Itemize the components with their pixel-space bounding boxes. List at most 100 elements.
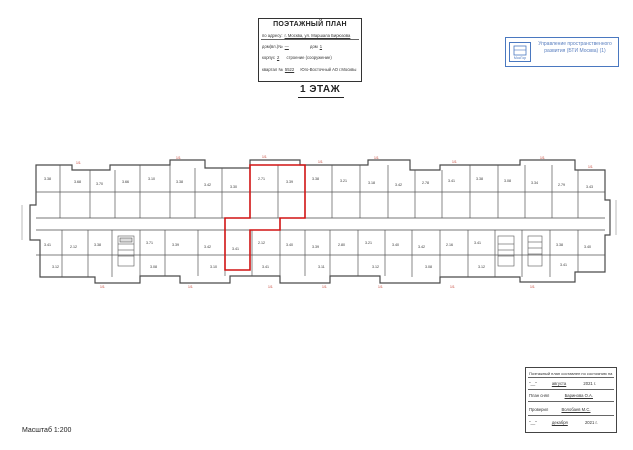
quarter-value: 5522 <box>284 67 295 72</box>
svg-text:2.16: 2.16 <box>446 243 453 247</box>
svg-text:3.10: 3.10 <box>210 265 217 269</box>
svg-text:2.12: 2.12 <box>70 245 77 249</box>
svg-text:3.43: 3.43 <box>586 185 593 189</box>
svg-text:3.41: 3.41 <box>474 241 481 245</box>
floor-label: 1 ЭТАЖ <box>300 84 341 95</box>
plan-header: ПОЭТАЖНЫЙ ПЛАН по адресу:г. Москва, ул. … <box>258 18 362 82</box>
svg-text:1/1: 1/1 <box>378 285 383 289</box>
district-value: Юго-Восточный АО г.Москвы <box>300 67 357 72</box>
svg-text:3.10: 3.10 <box>148 177 155 181</box>
certificate-box: Поэтажный план составлен по состоянию на… <box>525 367 617 433</box>
svg-text:1/1: 1/1 <box>540 156 545 160</box>
svg-text:3.40: 3.40 <box>392 243 399 247</box>
svg-text:3.41: 3.41 <box>44 243 51 247</box>
svg-text:3.12: 3.12 <box>52 265 59 269</box>
svg-text:3.18: 3.18 <box>368 181 375 185</box>
highlighted-premises <box>224 164 306 271</box>
address-row: по адресу:г. Москва, ул. Маршала Бирюзов… <box>262 33 350 38</box>
bti-stamp: МосГор Управление пространственного разв… <box>505 37 619 67</box>
svg-text:3.08: 3.08 <box>425 265 432 269</box>
svg-text:3.08: 3.08 <box>504 179 511 183</box>
svg-text:1/1: 1/1 <box>268 285 273 289</box>
address-label: по адресу: <box>262 33 283 38</box>
svg-text:3.21: 3.21 <box>340 179 347 183</box>
svg-text:1/1: 1/1 <box>530 285 535 289</box>
svg-text:1/1: 1/1 <box>318 160 323 164</box>
svg-text:1/1: 1/1 <box>322 285 327 289</box>
svg-text:3.71: 3.71 <box>146 241 153 245</box>
cert-checker-label: Проверил <box>529 407 549 412</box>
svg-text:3.08: 3.08 <box>150 265 157 269</box>
stamp-logo-icon: МосГор <box>513 45 527 60</box>
svg-text:3.40: 3.40 <box>286 243 293 247</box>
plan-title: ПОЭТАЖНЫЙ ПЛАН <box>273 21 347 28</box>
svg-text:2.71: 2.71 <box>258 177 265 181</box>
svg-text:1/1: 1/1 <box>588 165 593 169</box>
cert-executor-value: Баринова О.А. <box>564 393 593 398</box>
svg-text:3.39: 3.39 <box>312 245 319 249</box>
cert-date-day: "__" <box>529 381 537 386</box>
svg-text:3.39: 3.39 <box>286 180 293 184</box>
house-value: — <box>284 44 289 49</box>
cert-issue-year: 2021 г. <box>584 420 598 425</box>
svg-text:2.79: 2.79 <box>558 183 565 187</box>
svg-text:3.38: 3.38 <box>94 243 101 247</box>
cert-checker-row: Проверил Волобаев М.С. <box>529 407 591 412</box>
svg-text:3.68: 3.68 <box>74 180 81 184</box>
dimension-lines <box>21 200 617 240</box>
svg-text:1/1: 1/1 <box>452 160 457 164</box>
cert-checker-value: Волобаев М.С. <box>561 407 591 412</box>
dom-label: дом <box>310 44 318 49</box>
korpus-label: корпус <box>262 55 275 60</box>
room-dimension-labels: 3.38 3.68 3.70 3.66 3.10 3.38 3.42 3.30 … <box>44 177 593 269</box>
stairwells <box>117 235 543 267</box>
svg-text:1/1: 1/1 <box>188 285 193 289</box>
floor-underline <box>298 97 344 98</box>
cert-title: Поэтажный план составлен по состоянию на <box>529 371 613 376</box>
cert-issue-month: декабря <box>551 420 568 425</box>
svg-text:3.38: 3.38 <box>312 177 319 181</box>
svg-text:2.78: 2.78 <box>422 181 429 185</box>
scale-label: Масштаб 1:200 <box>22 427 72 434</box>
svg-text:3.38: 3.38 <box>176 180 183 184</box>
svg-text:3.12: 3.12 <box>372 265 379 269</box>
svg-text:3.42: 3.42 <box>204 245 211 249</box>
svg-text:3.66: 3.66 <box>122 180 129 184</box>
house-label: дом(вл.)№ <box>262 44 283 49</box>
stamp-text: Управление пространственного развития (Б… <box>538 41 612 54</box>
cert-date-year: 2021 г. <box>583 381 597 386</box>
svg-text:1/1: 1/1 <box>374 156 379 160</box>
cert-executor-label: План снял <box>529 393 550 398</box>
svg-text:1/1: 1/1 <box>176 156 181 160</box>
svg-text:1/1: 1/1 <box>450 285 455 289</box>
cert-issue-day: "__" <box>529 420 537 425</box>
svg-text:3.39: 3.39 <box>172 243 179 247</box>
quarter-label: квартал № <box>262 67 283 72</box>
partitions-bottom <box>36 230 605 277</box>
stamp-logo: МосГор <box>509 42 531 62</box>
svg-text:3.12: 3.12 <box>478 265 485 269</box>
cert-issue-row: "__" декабря 2021 г. <box>529 420 598 425</box>
svg-text:3.42: 3.42 <box>395 183 402 187</box>
korpus-value: 2 <box>276 55 280 60</box>
partitions-top <box>36 165 605 218</box>
svg-text:3.30: 3.30 <box>230 185 237 189</box>
svg-text:3.41: 3.41 <box>232 247 239 251</box>
cert-divider-3 <box>528 401 614 402</box>
svg-text:2.12: 2.12 <box>258 241 265 245</box>
svg-text:3.41: 3.41 <box>262 265 269 269</box>
header-divider <box>261 39 359 40</box>
svg-text:3.38: 3.38 <box>44 177 51 181</box>
cert-divider-2 <box>528 389 614 390</box>
svg-text:3.42: 3.42 <box>204 183 211 187</box>
svg-text:3.41: 3.41 <box>560 263 567 267</box>
svg-text:3.38: 3.38 <box>476 177 483 181</box>
svg-text:3.42: 3.42 <box>418 245 425 249</box>
corridor-walls <box>36 217 605 231</box>
cert-executor-row: План снял Баринова О.А. <box>529 393 593 398</box>
svg-text:2.80: 2.80 <box>338 243 345 247</box>
